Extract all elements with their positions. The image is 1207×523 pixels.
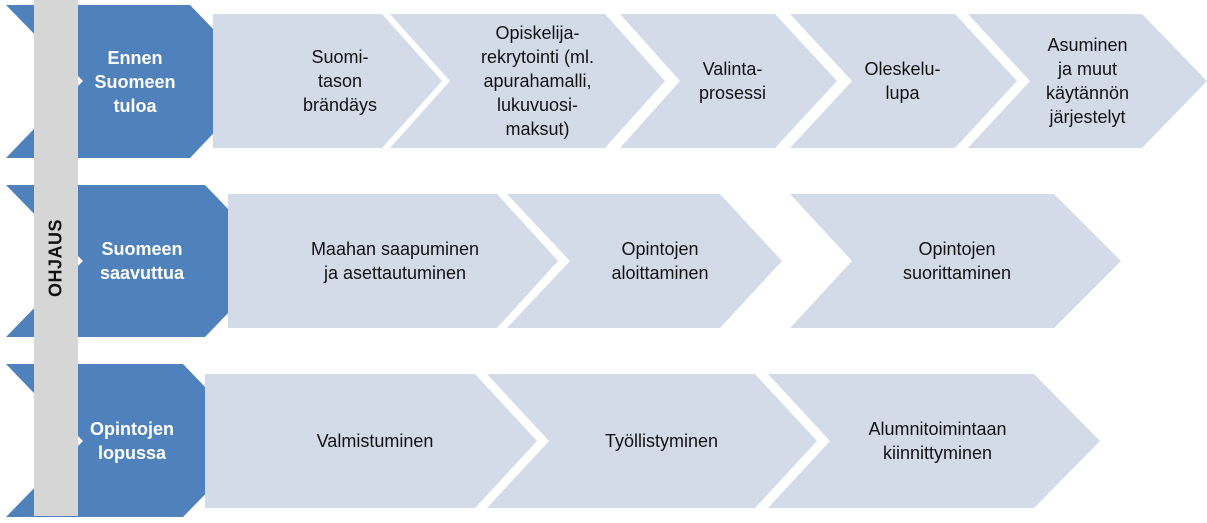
step-label-3-2: Työllistyminen	[604, 431, 719, 451]
arrow-tick-icon	[78, 436, 83, 446]
step-label-1-4: Oleskelu- lupa	[864, 59, 941, 103]
step-label-2-2: Opintojen aloittaminen	[611, 239, 709, 283]
step-label-1-1: Suomi- tason brändäys	[302, 47, 378, 115]
step-chevron-2-1	[228, 194, 558, 328]
step-label-2-3: Opintojen suorittaminen	[902, 239, 1012, 283]
phase-label-2: Suomeen saavuttua	[99, 239, 185, 283]
step-chevron-3-3	[768, 374, 1100, 508]
step-label-1-2: Opiskelija- rekrytointi (ml. apurahamall…	[480, 23, 594, 139]
step-label-3-3: Alumnitoimintaan kiinnittyminen	[868, 419, 1007, 463]
step-label-1-3: Valinta- prosessi	[698, 59, 767, 103]
arrow-tick-icon	[78, 76, 83, 86]
step-chevron-1-5	[968, 14, 1207, 148]
phase-label-1: Ennen Suomeen tuloa	[94, 47, 176, 116]
step-chevron-1-2	[390, 14, 665, 148]
step-chevron-3-1	[205, 374, 537, 508]
step-chevron-2-2	[507, 194, 782, 328]
step-label-1-5: Asuminen ja muut käytännön järjestelyt	[1045, 35, 1130, 127]
phase-label-3: Opintojen lopussa	[90, 418, 174, 463]
step-label-3-1: Valmistuminen	[316, 431, 434, 451]
step-chevron-2-3	[790, 194, 1121, 328]
step-chevron-1-4	[790, 14, 1017, 148]
step-label-2-1: Maahan saapuminen ja asettautuminen	[310, 239, 480, 283]
step-chevron-1-1	[213, 14, 442, 148]
arrow-tick-icon	[78, 256, 83, 266]
ohjaus-label: OHJAUS	[45, 218, 66, 298]
ohjaus-bar	[34, 0, 78, 516]
step-chevron-1-3	[620, 14, 837, 148]
step-chevron-3-2	[487, 374, 817, 508]
